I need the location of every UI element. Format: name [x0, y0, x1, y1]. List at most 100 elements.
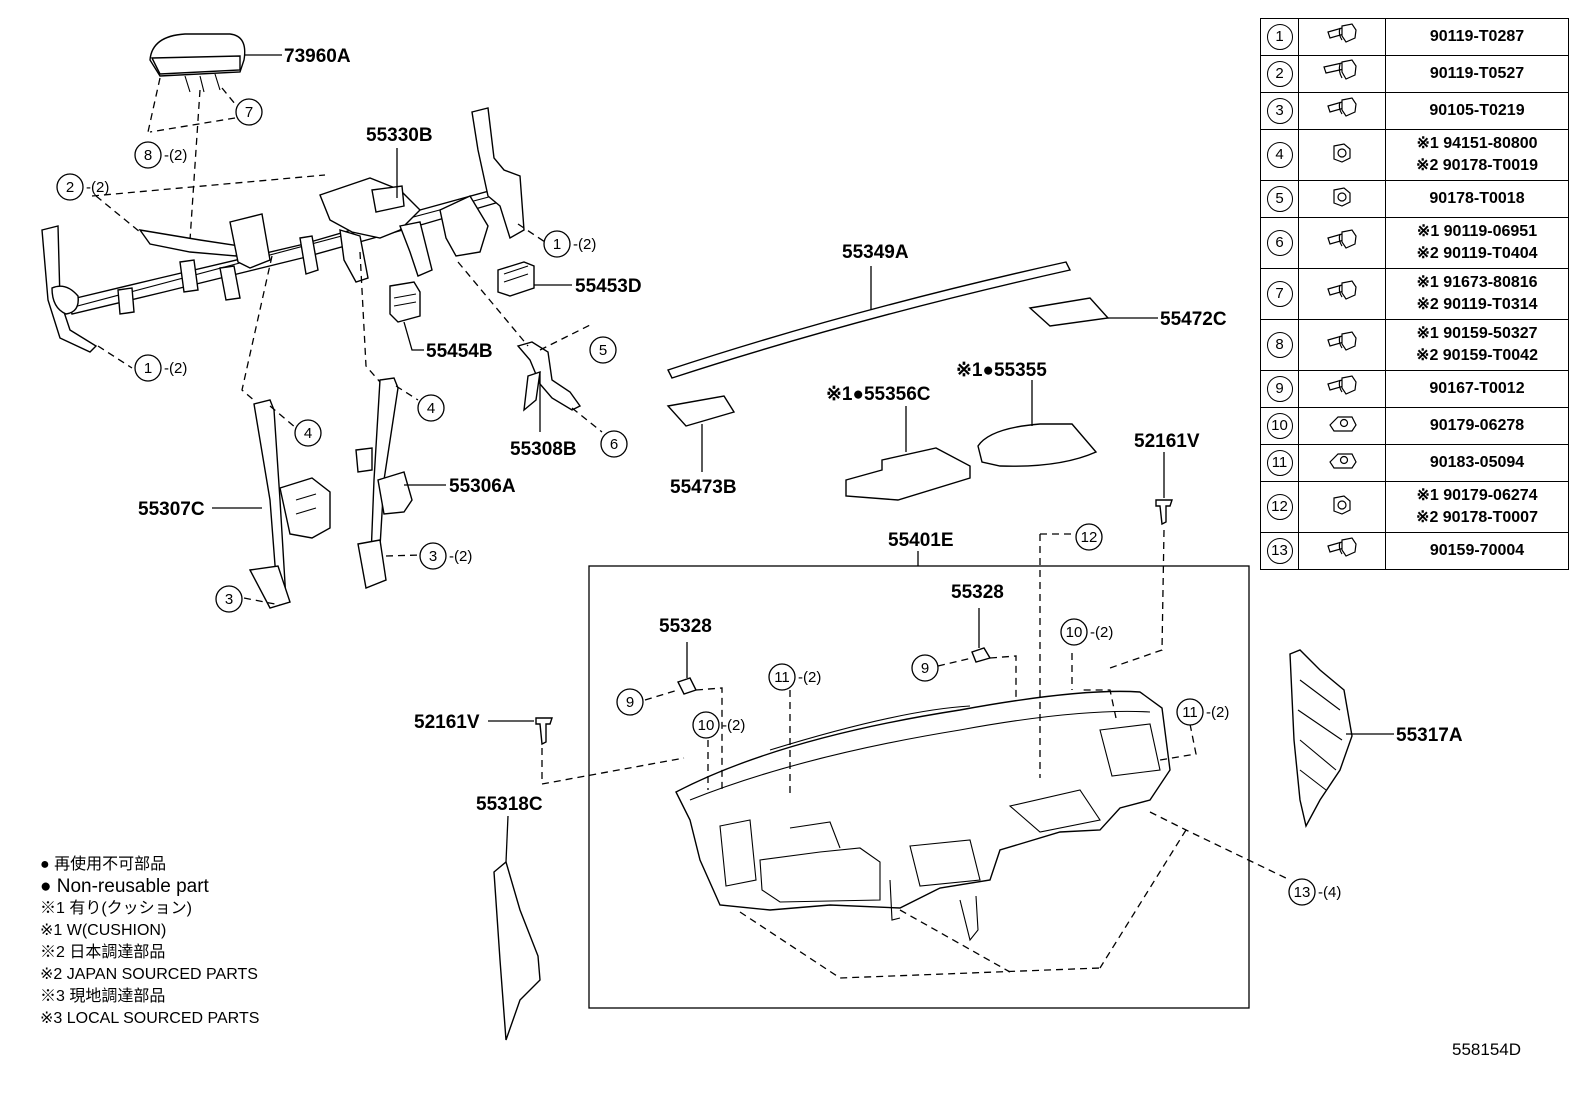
- ref-5: 5: [589, 336, 617, 364]
- molding-55349A-part: [667, 261, 1072, 379]
- brace-55306A-part: [355, 377, 413, 589]
- svg-text:7: 7: [245, 104, 253, 121]
- svg-text:13: 13: [1294, 884, 1311, 901]
- fastener-part-number: 90167-T0012: [1429, 380, 1525, 397]
- ref-8: 8 -(2): [134, 141, 187, 169]
- callout-55349A: 55349A: [842, 242, 909, 263]
- brace-55308B-part: [516, 341, 582, 412]
- ref-10b: 10 -(2): [692, 711, 745, 739]
- ref-1a: 1 -(2): [543, 230, 596, 258]
- callout-52161V-right: 52161V: [1134, 431, 1200, 452]
- fastener-ref-number: 2: [1266, 61, 1293, 87]
- fastener-row: 8 ※1 90159-50327 ※2 90159-T0042: [1260, 319, 1569, 371]
- flange-bolt-icon: [1322, 22, 1362, 52]
- svg-text:3: 3: [429, 548, 437, 565]
- fastener-part-number: ※1 90159-50327: [1416, 325, 1538, 342]
- svg-text:10: 10: [698, 717, 715, 734]
- legend-non-reusable-en: ● Non-reusable part: [40, 876, 209, 897]
- ref-4a: 4: [294, 419, 322, 447]
- svg-text:4: 4: [304, 425, 312, 442]
- ref-13: 13 -(4): [1288, 878, 1341, 906]
- legend: ● 再使用不可部品 ● Non-reusable part ※1 有り(クッショ…: [40, 854, 259, 1030]
- ref-11a: 11 -(2): [768, 663, 821, 691]
- flange-bolt-icon: [1322, 228, 1362, 258]
- fastener-row: 12※1 90179-06274※2 90178-T0007: [1260, 481, 1569, 533]
- fastener-row: 10 90179-06278: [1260, 407, 1569, 445]
- instrument-panel-55401E-part: [675, 690, 1171, 942]
- fastener-part-number: ※2 90119-T0314: [1416, 296, 1538, 313]
- svg-text:6: 6: [610, 436, 618, 453]
- cushion-55356C-part: [845, 447, 971, 501]
- fastener-ref-number: 11: [1266, 450, 1293, 476]
- pad-55473B-part: [666, 395, 736, 427]
- flange-nut-icon: [1322, 142, 1362, 170]
- ref-3b: 3: [215, 585, 243, 613]
- fastener-row: 11 90183-05094: [1260, 444, 1569, 482]
- svg-text:3: 3: [225, 591, 233, 608]
- fastener-part-number: ※2 90178-T0019: [1416, 157, 1538, 174]
- svg-text:4: 4: [427, 400, 435, 417]
- callout-55330B: 55330B: [366, 125, 433, 146]
- pad-55472C-part: [1028, 297, 1110, 327]
- callout-55472C: 55472C: [1160, 309, 1227, 330]
- flange-bolt-icon: [1322, 536, 1362, 566]
- callout-55453D: 55453D: [575, 276, 642, 297]
- diagram-id: 558154D: [1452, 1040, 1522, 1059]
- callout-73960A: 73960A: [284, 46, 351, 67]
- clip-52161V-right-part: [1155, 499, 1173, 526]
- ref-7: 7: [235, 98, 263, 126]
- svg-text:-(2): -(2): [1090, 624, 1113, 641]
- flange-nut-icon: [1322, 186, 1362, 214]
- ref-2: 2 -(2): [56, 173, 109, 201]
- fastener-part-number: 90183-05094: [1429, 454, 1525, 471]
- fastener-ref-number: 1: [1266, 24, 1293, 50]
- cushion-55355-part: [977, 423, 1098, 467]
- svg-text:-(2): -(2): [798, 669, 821, 686]
- fastener-part-number: 90179-06278: [1429, 417, 1525, 434]
- callout-55328-right: 55328: [951, 582, 1004, 603]
- flange-bolt-icon: [1322, 374, 1362, 404]
- callout-55308B: 55308B: [510, 439, 577, 460]
- callout-55355: ※1●55355: [956, 360, 1047, 381]
- long-bolt-icon: [1322, 58, 1362, 89]
- fastener-ref-number: 13: [1266, 538, 1293, 564]
- ref-10a: 10 -(2): [1060, 618, 1113, 646]
- fastener-row: 1 90119-T0287: [1260, 18, 1569, 56]
- fastener-part-number: ※2 90159-T0042: [1416, 347, 1538, 364]
- fastener-row: 6※1 90119-06951※2 90119-T0404: [1260, 217, 1569, 269]
- callout-55306A: 55306A: [449, 476, 516, 497]
- clip-55328-right-part: [971, 647, 992, 663]
- svg-text:2: 2: [66, 179, 74, 196]
- ref-9a: 9: [616, 688, 644, 716]
- fastener-ref-number: 8: [1266, 332, 1293, 358]
- fastener-ref-number: 6: [1266, 230, 1293, 256]
- svg-text:-(2): -(2): [86, 179, 109, 196]
- flange-bolt-icon: [1322, 279, 1362, 309]
- ref-6: 6: [600, 430, 628, 458]
- svg-text:9: 9: [921, 660, 929, 677]
- ref-11b: 11 -(2): [1176, 698, 1229, 726]
- ref-1b: 1 -(2): [134, 354, 187, 382]
- flange-bolt-icon: [1322, 330, 1362, 360]
- legend-non-reusable-ja: ● 再使用不可部品: [40, 856, 167, 873]
- fastener-part-number: ※2 90178-T0007: [1416, 509, 1538, 526]
- svg-text:1: 1: [553, 236, 561, 253]
- brace-55307C-part: [248, 399, 331, 609]
- u-nut-icon: [1322, 452, 1362, 478]
- legend-japan-sourced-en: ※2 JAPAN SOURCED PARTS: [40, 966, 258, 983]
- fastener-ref-number: 4: [1266, 142, 1293, 168]
- fastener-ref-number: 10: [1266, 413, 1293, 439]
- fastener-row: 4※1 94151-80800※2 90178-T0019: [1260, 129, 1569, 181]
- ref-9b: 9: [911, 654, 939, 682]
- callout-55454B: 55454B: [426, 341, 493, 362]
- knee-airbag-part: [149, 33, 246, 93]
- fastener-part-number: 90119-T0287: [1429, 28, 1525, 45]
- fastener-ref-number: 12: [1266, 494, 1293, 520]
- callout-55328-left: 55328: [659, 616, 712, 637]
